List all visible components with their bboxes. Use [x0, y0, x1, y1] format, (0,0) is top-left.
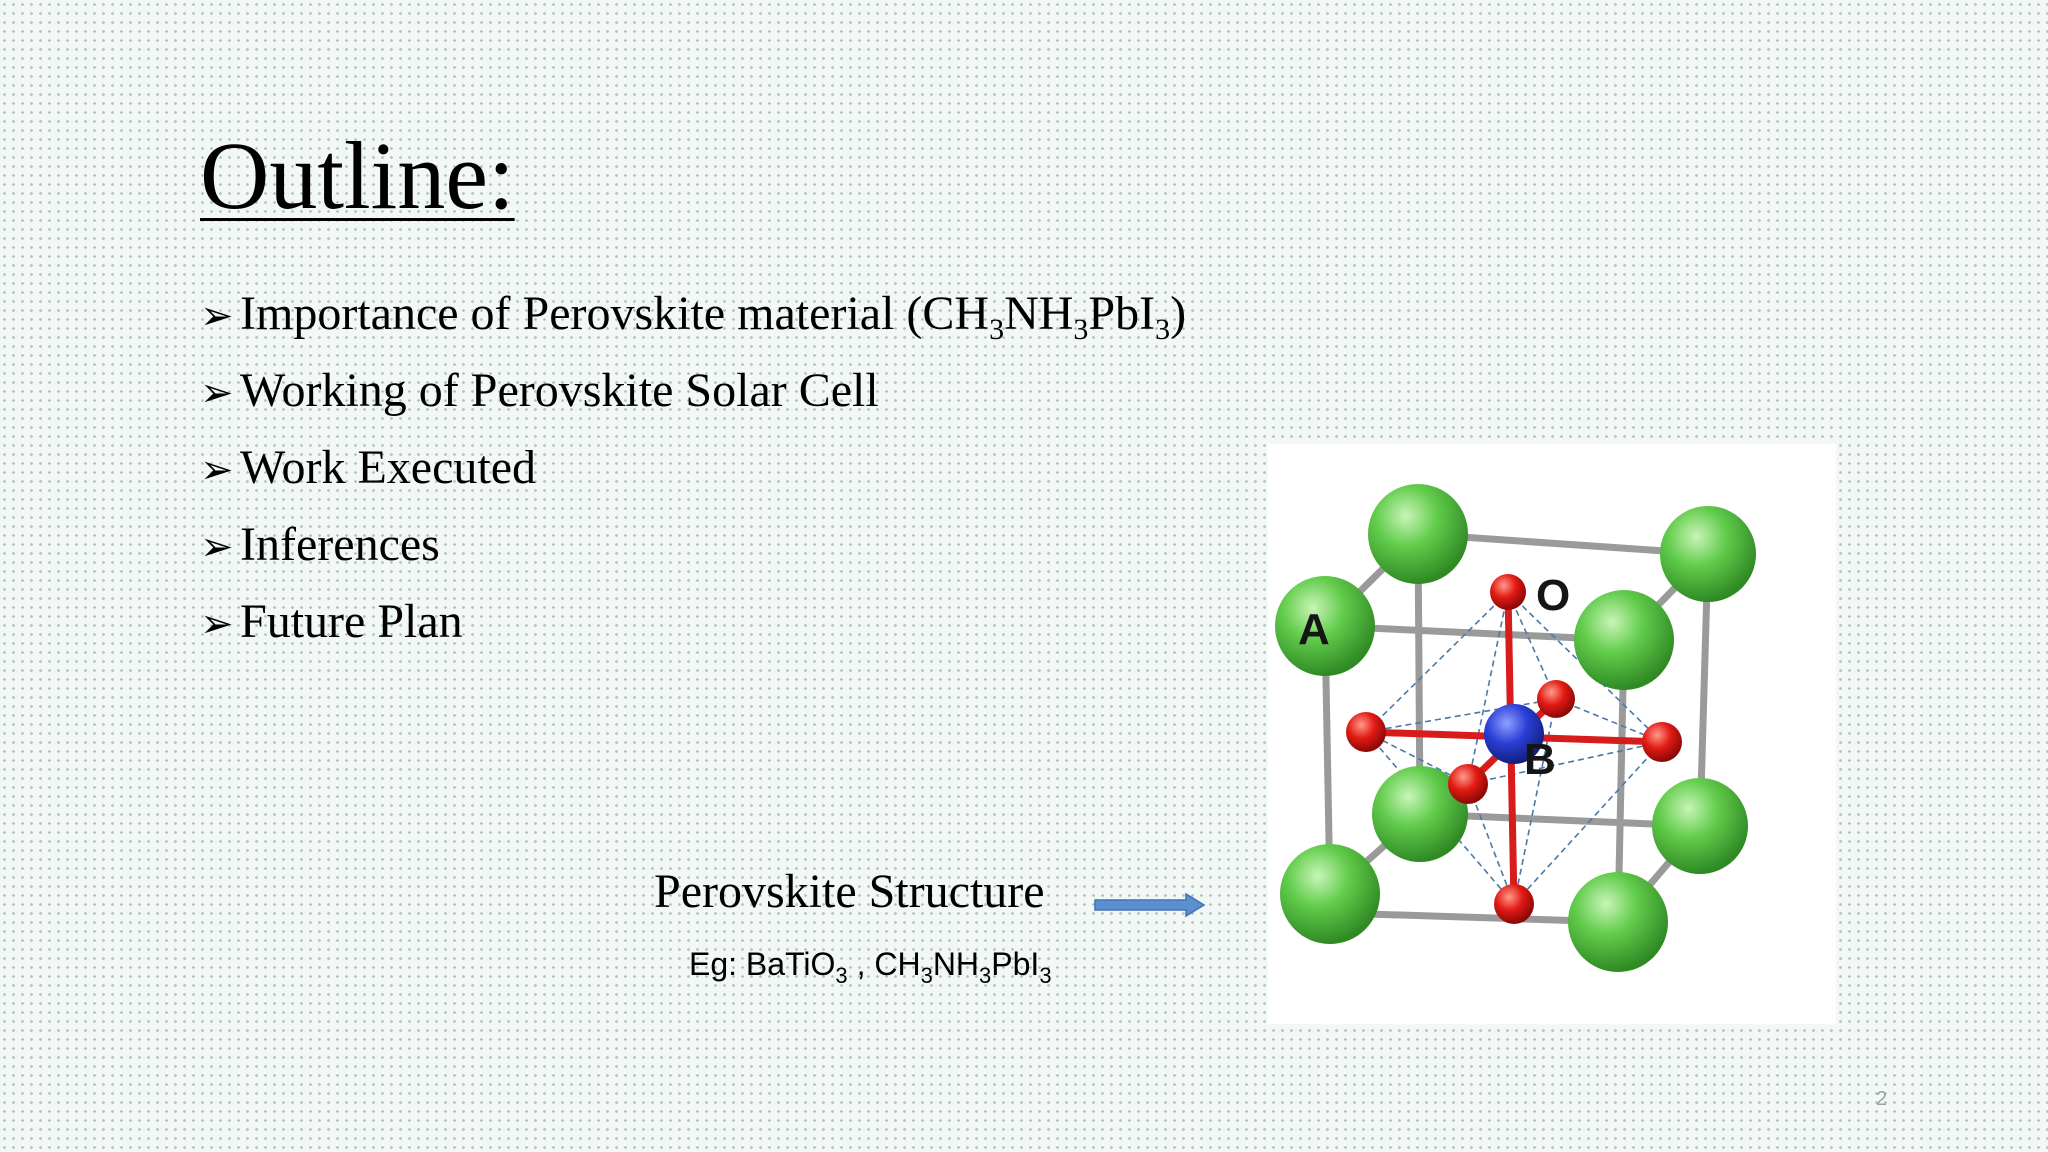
subscript: 3	[835, 963, 848, 988]
arrow-bullet-icon: ➢	[200, 601, 234, 647]
arrow-bullet-icon: ➢	[200, 370, 234, 416]
subscript: 3	[1073, 313, 1089, 346]
subscript: 3	[989, 313, 1005, 346]
outline-list: ➢Importance of Perovskite material (CH3N…	[200, 290, 1186, 675]
item-text: Work Executed	[240, 444, 536, 492]
label-b: B	[1524, 735, 1556, 784]
text-run: Work Executed	[240, 441, 537, 494]
right-arrow-icon	[1094, 892, 1206, 918]
text-run: Working of Perovskite Solar Cell	[240, 364, 879, 417]
item-text: Importance of Perovskite material (CH3NH…	[240, 287, 1187, 345]
subscript: 3	[920, 963, 933, 988]
subscript: 3	[1039, 963, 1052, 988]
label-a: A	[1298, 605, 1330, 654]
text-run: Eg: BaTiO	[689, 946, 836, 982]
outline-item: ➢Future Plan	[200, 598, 1186, 675]
subscript: 3	[979, 963, 992, 988]
outline-item: ➢Working of Perovskite Solar Cell	[200, 367, 1186, 444]
text-run: NH	[932, 946, 980, 982]
arrow-bullet-icon: ➢	[200, 447, 234, 493]
slide-title: Outline:	[200, 122, 515, 229]
item-text: Inferences	[240, 521, 440, 569]
text-run: Inferences	[240, 518, 440, 571]
text-run: Importance of Perovskite material (CH	[240, 287, 990, 340]
item-text: Working of Perovskite Solar Cell	[240, 367, 879, 415]
perovskite-structure-diagram: A O B	[1268, 444, 1836, 1024]
text-run: Future Plan	[240, 595, 463, 648]
page-number: 2	[1876, 1088, 1888, 1110]
text-run: , CH	[847, 946, 921, 982]
item-text: Future Plan	[240, 598, 463, 646]
arrow-bullet-icon: ➢	[200, 524, 234, 570]
text-run: NH	[1004, 287, 1074, 340]
outline-item: ➢Work Executed	[200, 444, 1186, 521]
label-o: O	[1536, 571, 1570, 620]
text-run: )	[1170, 287, 1187, 340]
text-run: PbI	[991, 946, 1040, 982]
text-run: PbI	[1088, 287, 1156, 340]
subscript: 3	[1155, 313, 1171, 346]
example-formula: Eg: BaTiO3 , CH3NH3PbI3	[689, 946, 1052, 988]
arrow-bullet-icon: ➢	[200, 293, 234, 339]
outline-item: ➢Inferences	[200, 521, 1186, 598]
figure-caption: Perovskite Structure	[654, 865, 1045, 918]
outline-item: ➢Importance of Perovskite material (CH3N…	[200, 290, 1186, 367]
